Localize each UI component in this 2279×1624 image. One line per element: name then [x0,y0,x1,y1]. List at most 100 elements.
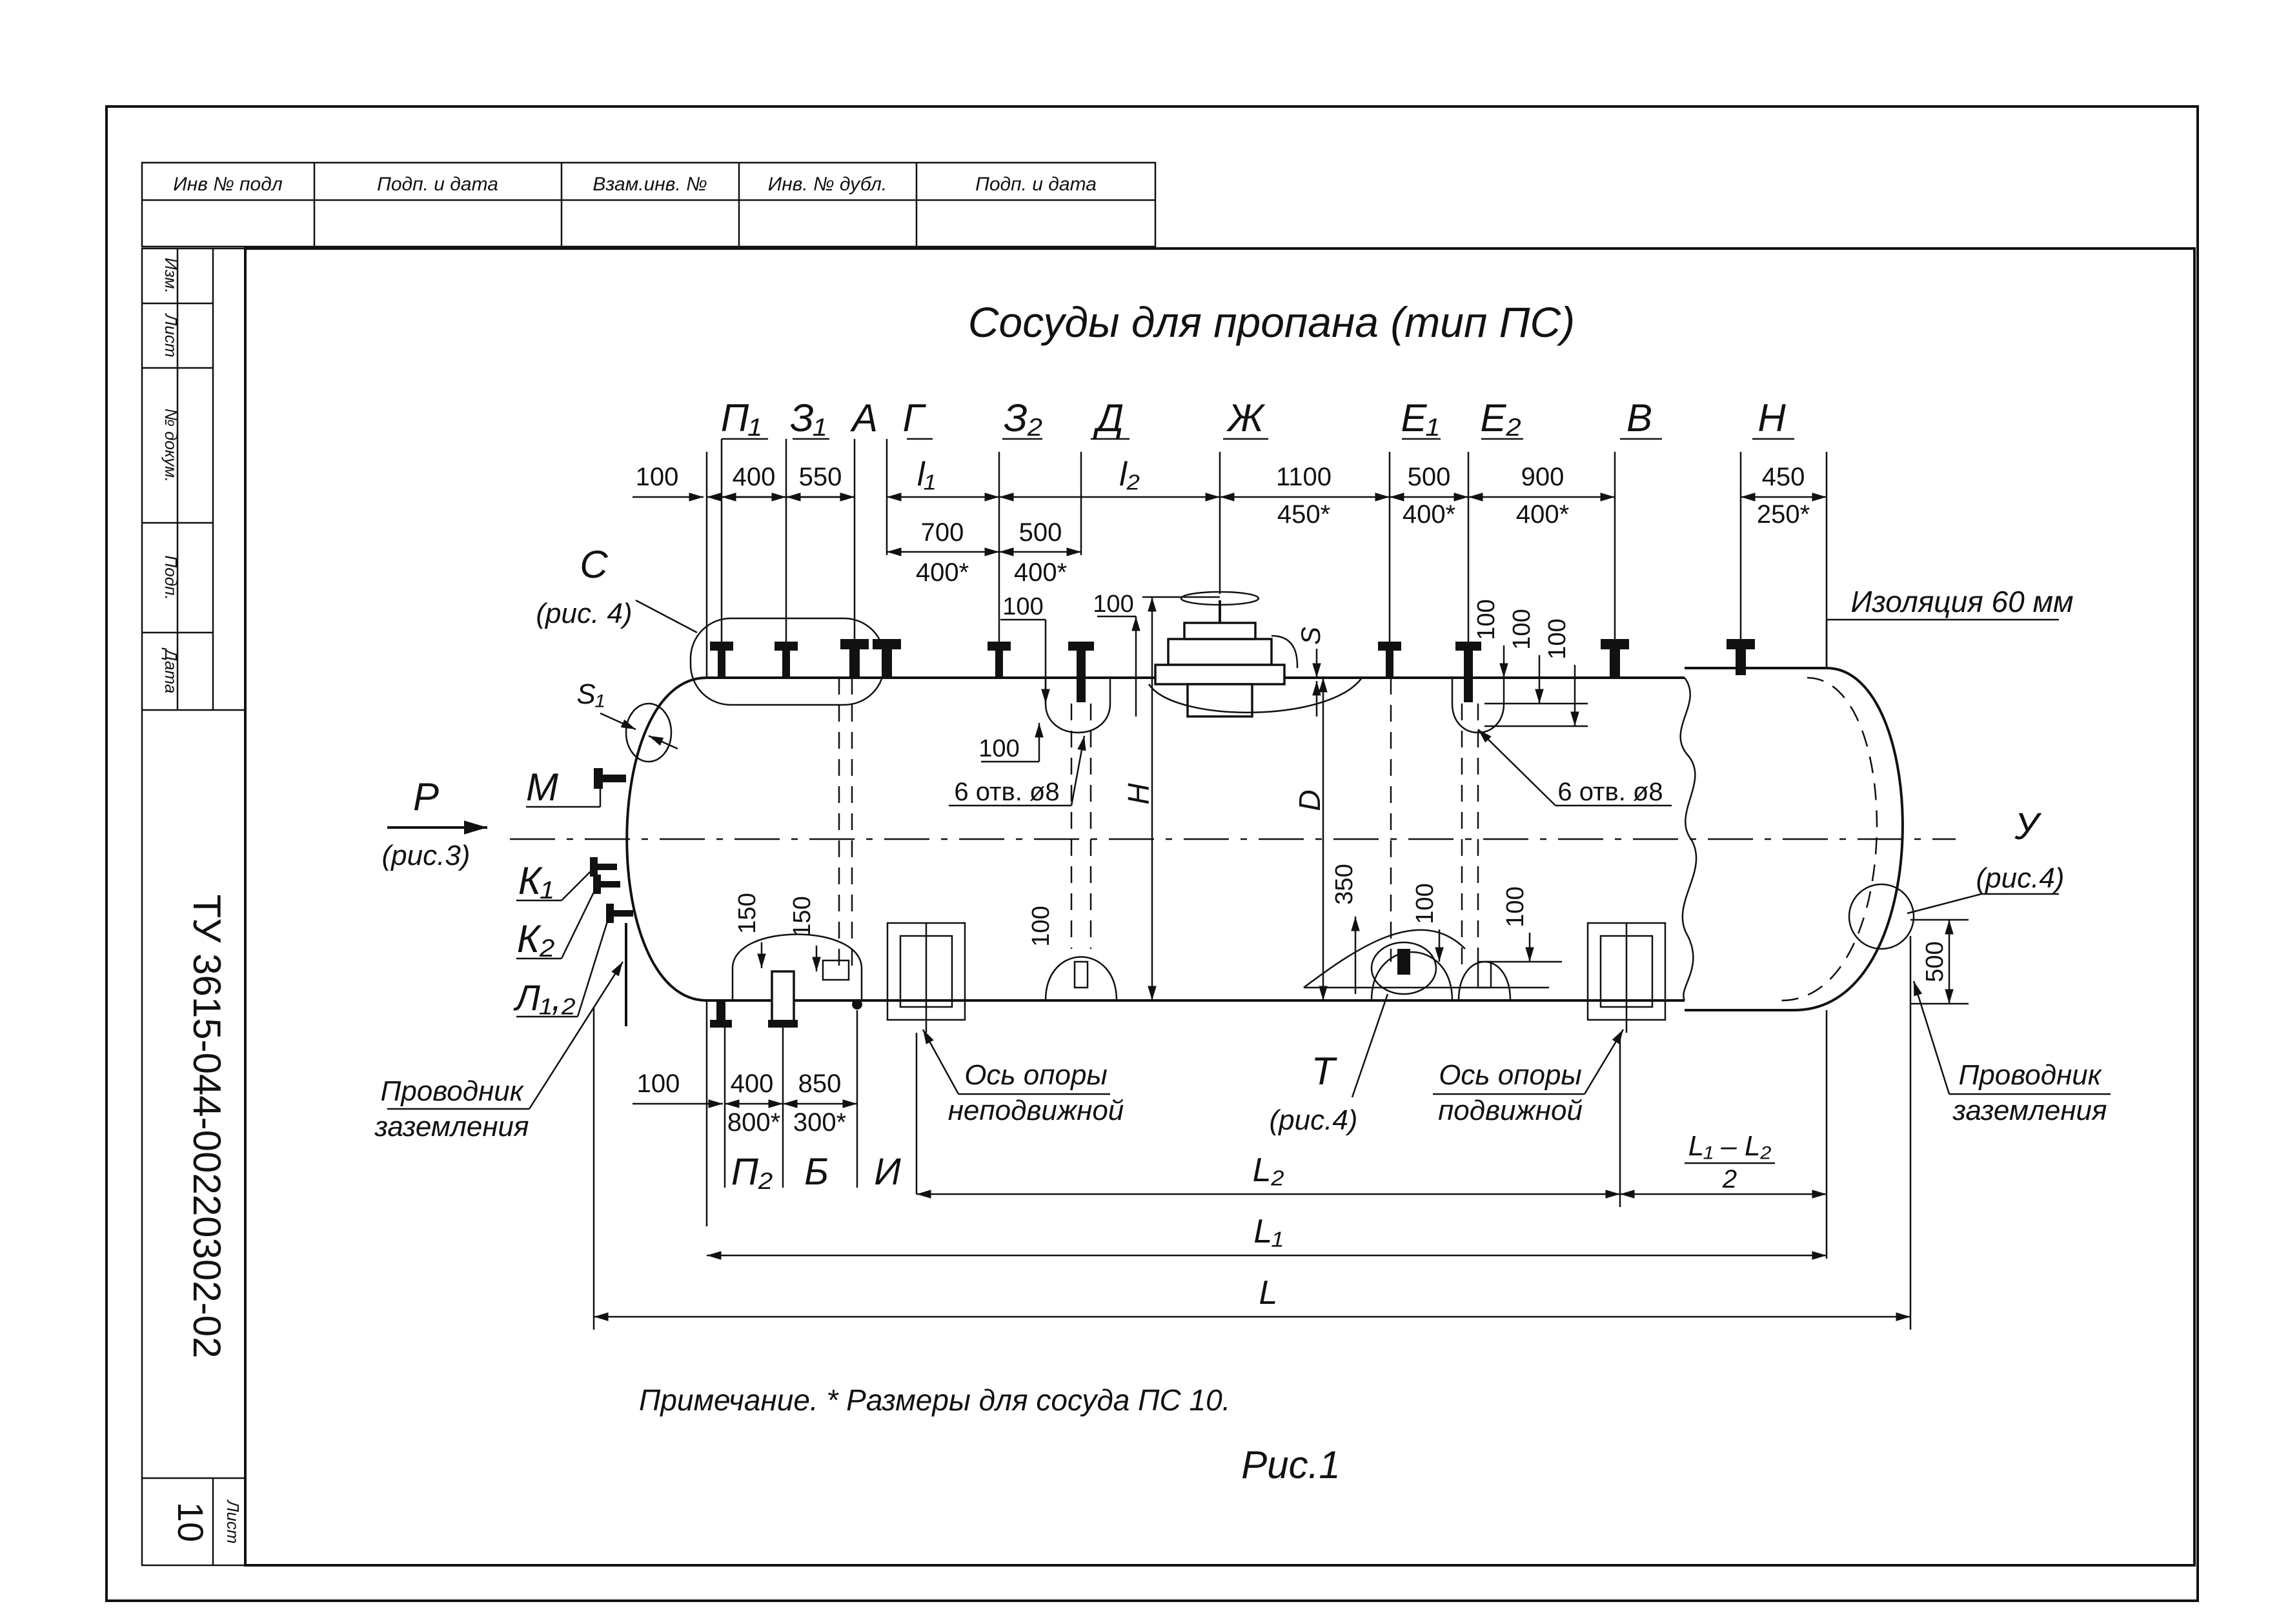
label-zh: Ж [1226,396,1265,440]
callout-c: С [580,543,608,586]
extension-lines [705,439,1828,678]
fixed-support-2: неподвижной [948,1095,1124,1126]
bottom-nozzles [710,929,1562,1028]
holes-left-label: 6 отв. ø8 [954,778,1059,806]
dim-400-top: 400 [733,463,776,491]
dim-400-star-b: 400* [1516,500,1569,529]
nozzle-e1-icon [1378,642,1401,678]
inner-frame [244,247,2196,1567]
top-nozzles [689,591,1755,975]
dim-100-f: 100 [1544,618,1571,659]
strip-col-4: Инв. № дубл. [768,174,887,195]
nozzle-i-icon [852,999,862,1010]
doc-designation: ТУ 3615-044-00220302-02 [185,895,228,1359]
label-k1: К₁ [518,859,553,902]
top-dimension-chain: 100 400 550 l₁ l₂ 1100 450* 500 400* 900… [633,456,1827,587]
bdim-100: 100 [637,1070,680,1098]
label-k2: К₂ [517,917,554,960]
dim-s1: S₁ [576,678,604,710]
nozzle-v-icon [1601,639,1629,678]
dim-400-star-c: 400* [916,558,969,587]
nozzle-b-icon [768,970,798,1028]
dim-550-top: 550 [799,463,842,491]
dim-1100: 1100 [1276,463,1332,491]
note-text: Примечание. * Размеры для сосуда ПС 10. [639,1383,1230,1417]
nozzle-k2-icon [593,875,620,894]
strip-col-3: Взам.инв. № [593,174,707,195]
row-dokum: № докум. [161,409,181,483]
callout-t: Т [1312,1050,1338,1093]
nozzle-n-icon [1727,639,1755,675]
row-data: Дата [161,647,181,694]
vdim-100-c: 100 [1502,886,1529,927]
bdim-800-star: 800* [727,1108,780,1137]
callout-t-ref: (рис.4) [1270,1104,1358,1136]
dim-100-d: 100 [1473,599,1500,640]
label-p2: П₂ [731,1151,773,1193]
nozzle-l12-icon [606,904,633,923]
dim-l1: l₁ [917,456,935,493]
dim-s: S [1295,627,1326,645]
callout-c-ref: (рис. 4) [536,598,632,629]
ground-left-1: Проводник [380,1075,524,1107]
bdim-300-star: 300* [793,1108,846,1137]
movable-support-1: Ось опоры [1439,1059,1582,1091]
frac-num: L₁ – L₂ [1688,1130,1772,1162]
dim-100-top: 100 [636,463,679,491]
vdim-500: 500 [1921,941,1949,982]
dim-l2-big: L₂ [1253,1152,1284,1189]
ground-left-2: заземления [374,1111,529,1142]
label-b: Б [804,1151,829,1193]
fixed-support-1: Ось опоры [964,1059,1108,1091]
bottom-vertical-dims: 150 150 100 350 100 100 500 [734,864,1969,1005]
height-diameter: H D [1122,596,1328,1000]
callout-p: Р [413,775,439,818]
title-strip-top: Инв № подл Подп. и дата Взам.инв. № Инв.… [141,161,1157,248]
label-m: М [526,766,558,809]
right-callouts: Изоляция 60 мм У (рис.4) Проводник зазем… [1825,585,2111,1330]
holes-right-label: 6 отв. ø8 [1557,778,1663,806]
label-d: Д [1093,396,1124,440]
label-i: И [874,1151,901,1193]
callout-p-ref: (рис.3) [382,840,471,871]
insulation-label: Изоляция 60 мм [1850,585,2073,618]
support-callouts: Ось опоры неподвижной Ось опоры подвижно… [922,993,1625,1136]
vdim-350: 350 [1331,864,1358,904]
vdim-150-a: 150 [734,893,761,933]
figure-caption: Рис.1 [1241,1443,1340,1487]
row-izm: Изм. [161,258,181,293]
left-nozzles: М К₁ К₂ Л₁,₂ S₁ Р (рис.3) С (рис. 4) Про… [374,543,698,1142]
nozzle-m-icon [594,768,626,789]
dim-450: 450 [1762,463,1805,491]
dim-100-e: 100 [1508,609,1535,649]
nozzle-g-icon [873,639,901,678]
row-list: Лист [161,313,181,358]
bdim-400: 400 [731,1070,774,1098]
label-v: В [1626,396,1652,440]
nozzle-p2-icon [710,1000,732,1028]
bottom-dimension-chain: 100 400 800* 850 300* П₂ Б И [633,1000,918,1226]
strip-col-2: Подп. и дата [377,174,498,195]
nozzle-k1-icon [590,857,617,877]
label-e1: Е₁ [1401,396,1439,440]
dim-d: D [1293,789,1326,811]
sheet-label: Лист [223,1499,243,1544]
label-e2: Е₂ [1481,396,1521,440]
movable-support-2: подвижной [1438,1095,1583,1126]
label-n: Н [1757,396,1786,440]
sheet-number: 10 [170,1502,211,1542]
label-l12: Л₁,₂ [514,977,576,1018]
supports [886,922,1666,1033]
label-p1: П₁ [721,396,761,440]
dim-l1-big: L₁ [1253,1213,1282,1250]
dim-100-a: 100 [1002,593,1043,620]
dim-l-big: L [1259,1274,1278,1312]
nozzle-z1-icon [775,642,798,678]
length-dims: L₂ L₁ – L₂ 2 L₁ L [593,1007,1910,1330]
dim-700: 700 [921,518,964,547]
frac-den: 2 [1722,1165,1737,1193]
drawing-title: Сосуды для пропана (тип ПС) [968,298,1575,346]
label-z1: З₁ [790,396,826,440]
